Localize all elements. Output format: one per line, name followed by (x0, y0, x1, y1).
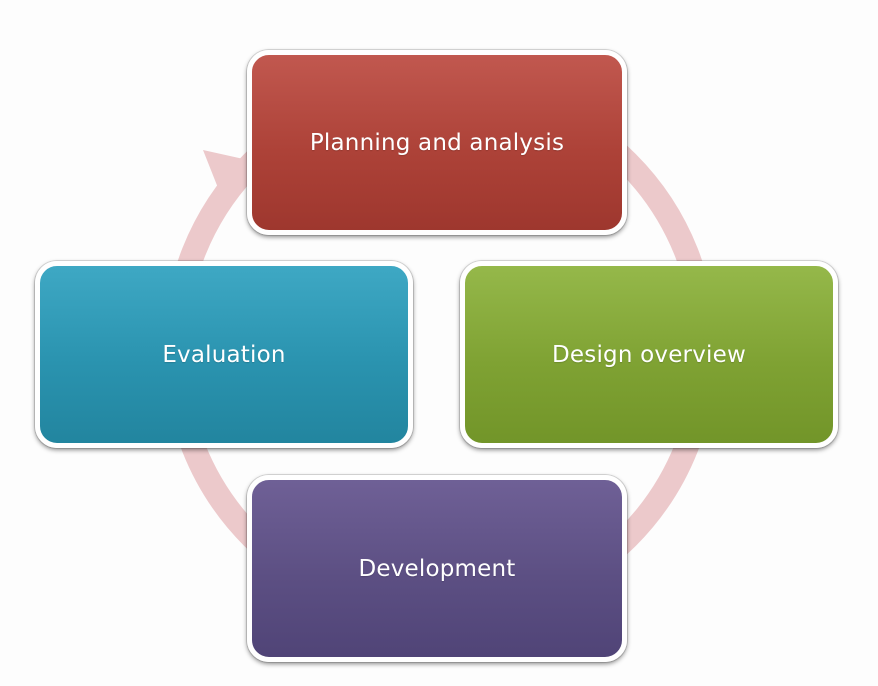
stage-label: Design overview (552, 341, 746, 368)
stage-label: Planning and analysis (309, 129, 565, 156)
stage-label: Evaluation (162, 341, 286, 368)
stage-evaluation: Evaluation (35, 261, 413, 448)
stage-design-overview: Design overview (460, 261, 838, 448)
cycle-arrowhead-icon (203, 150, 248, 198)
stage-planning-and-analysis: Planning and analysis (247, 50, 627, 235)
stage-label: Development (358, 555, 516, 582)
stage-development: Development (247, 475, 627, 662)
